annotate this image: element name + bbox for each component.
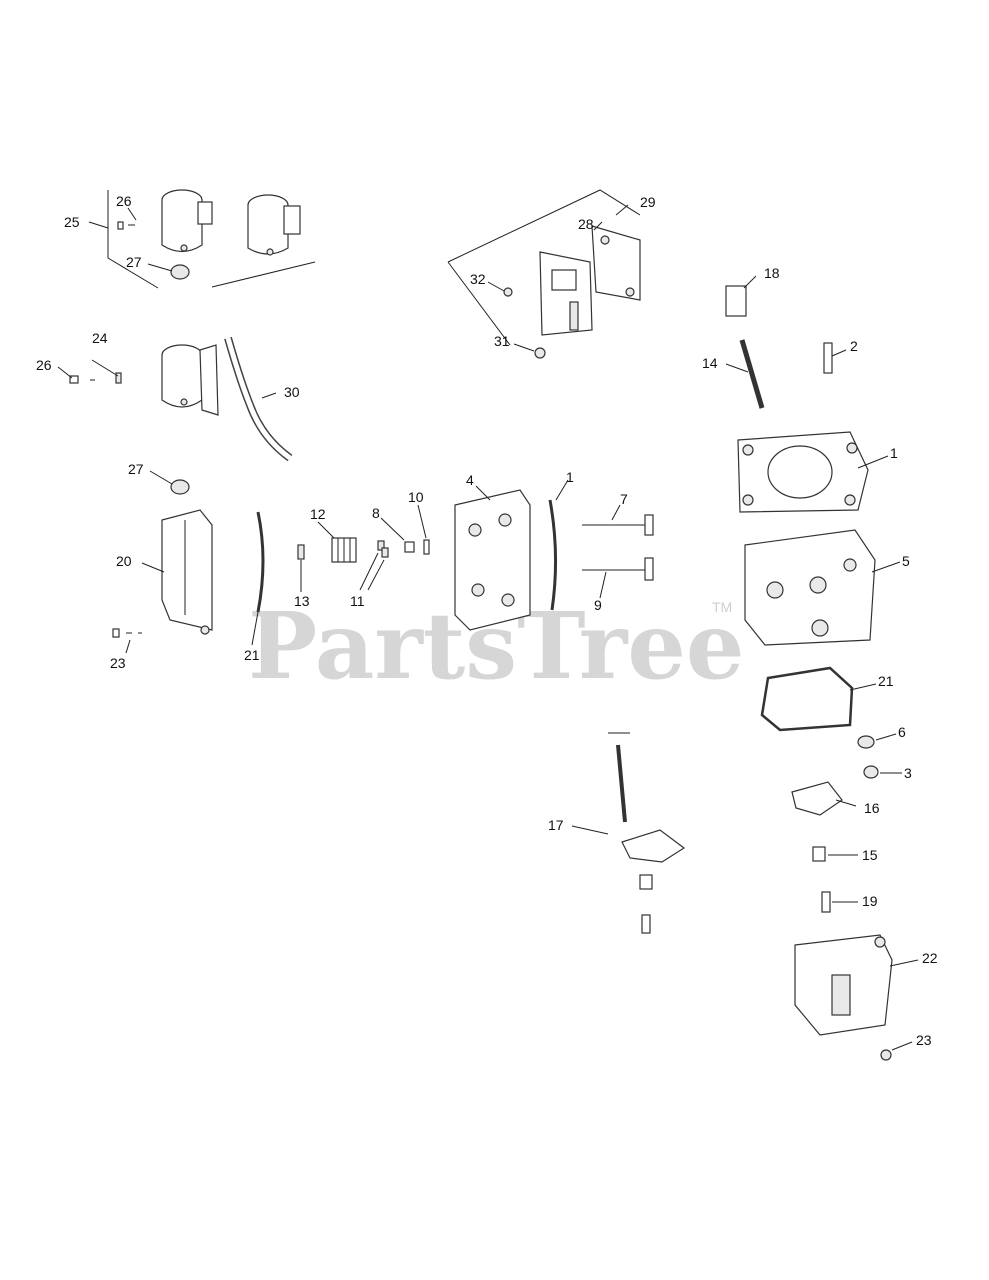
part-head-gasket-1b xyxy=(737,431,869,513)
part-screw-32 xyxy=(503,287,513,297)
callout-10: 10 xyxy=(408,489,424,505)
part-rocker-arm-17 xyxy=(621,829,686,863)
part-gasket-21a xyxy=(256,511,265,613)
part-stud-19 xyxy=(821,891,831,913)
part-air-cleaner-canister-a xyxy=(161,189,213,253)
part-head-gasket-1a xyxy=(548,499,558,611)
part-retainer-8 xyxy=(404,541,415,553)
callout-5: 5 xyxy=(902,553,910,569)
part-stud-15 xyxy=(812,846,826,862)
part-pin-2 xyxy=(823,342,833,374)
callout-11: 11 xyxy=(350,593,365,609)
callout-26a: 26 xyxy=(116,193,132,209)
callout-27b: 27 xyxy=(128,461,144,477)
part-stud-lower-a xyxy=(639,874,653,890)
callout-15: 15 xyxy=(862,847,878,863)
callout-18: 18 xyxy=(764,265,780,281)
callout-22: 22 xyxy=(922,950,938,966)
part-screw-23b xyxy=(880,1049,892,1061)
callout-8: 8 xyxy=(372,505,380,521)
part-screw-23a xyxy=(112,628,142,638)
callout-6: 6 xyxy=(898,724,906,740)
part-air-cleaner-housing xyxy=(161,344,219,416)
part-hose-30 xyxy=(224,336,293,462)
callout-26b: 26 xyxy=(36,357,52,373)
part-grommet-27b xyxy=(170,479,190,495)
part-rocker-16 xyxy=(791,781,843,816)
part-nut-31 xyxy=(534,347,546,359)
callout-30: 30 xyxy=(284,384,300,400)
callout-17: 17 xyxy=(548,817,564,833)
callout-23a: 23 xyxy=(110,655,126,671)
part-breather-plate xyxy=(539,251,593,336)
callout-27a: 27 xyxy=(126,254,142,270)
part-small-screw-26a xyxy=(117,221,135,230)
part-air-cleaner-canister-b xyxy=(247,194,301,256)
callout-1a: 1 xyxy=(566,469,574,485)
callout-14: 14 xyxy=(702,355,718,371)
group-25-bracket xyxy=(88,190,316,289)
callout-23b: 23 xyxy=(916,1032,932,1048)
part-cylinder-head-5 xyxy=(744,529,876,646)
callout-32: 32 xyxy=(470,271,486,287)
part-nut-3 xyxy=(863,765,879,779)
callout-21a: 21 xyxy=(244,647,260,663)
callout-labels: 1 1 2 3 4 5 6 7 8 9 10 11 12 13 14 15 16… xyxy=(36,193,938,1048)
part-pushrod-14 xyxy=(739,339,765,409)
part-keepers-11 xyxy=(377,540,389,558)
part-seal-10 xyxy=(423,539,430,555)
callout-13: 13 xyxy=(294,593,310,609)
part-valve-9 xyxy=(582,557,654,581)
callout-20: 20 xyxy=(116,553,132,569)
callout-21b: 21 xyxy=(878,673,894,689)
callout-3: 3 xyxy=(904,765,912,781)
callout-29: 29 xyxy=(640,194,656,210)
part-gasket-21b xyxy=(760,666,854,732)
part-screw-26b xyxy=(69,375,95,384)
part-pushrod-17 xyxy=(608,732,630,823)
part-pin-13 xyxy=(297,544,305,560)
callout-16: 16 xyxy=(864,800,880,816)
callout-1b: 1 xyxy=(890,445,898,461)
callout-4: 4 xyxy=(466,472,474,488)
callout-24: 24 xyxy=(92,330,108,346)
callout-9: 9 xyxy=(594,597,602,613)
part-cover-22 xyxy=(794,934,893,1036)
leader-lines xyxy=(57,204,919,1051)
part-nut-6 xyxy=(857,735,875,749)
part-stud-lower-b xyxy=(641,914,651,934)
part-gasket-28 xyxy=(591,225,641,301)
callout-25: 25 xyxy=(64,214,80,230)
part-grommet-27a xyxy=(170,264,190,280)
callout-28: 28 xyxy=(578,216,594,232)
part-spring-12 xyxy=(331,537,357,563)
part-cap-18 xyxy=(725,285,747,317)
part-valve-7 xyxy=(582,514,654,536)
part-valve-cover-20 xyxy=(161,509,213,635)
callout-12: 12 xyxy=(310,506,326,522)
watermark-trademark: TM xyxy=(712,599,732,615)
part-washer-24 xyxy=(115,372,122,384)
callout-31: 31 xyxy=(494,333,510,349)
callout-7: 7 xyxy=(620,491,628,507)
part-cylinder-head-4 xyxy=(454,489,531,631)
callout-19: 19 xyxy=(862,893,878,909)
callout-2: 2 xyxy=(850,338,858,354)
